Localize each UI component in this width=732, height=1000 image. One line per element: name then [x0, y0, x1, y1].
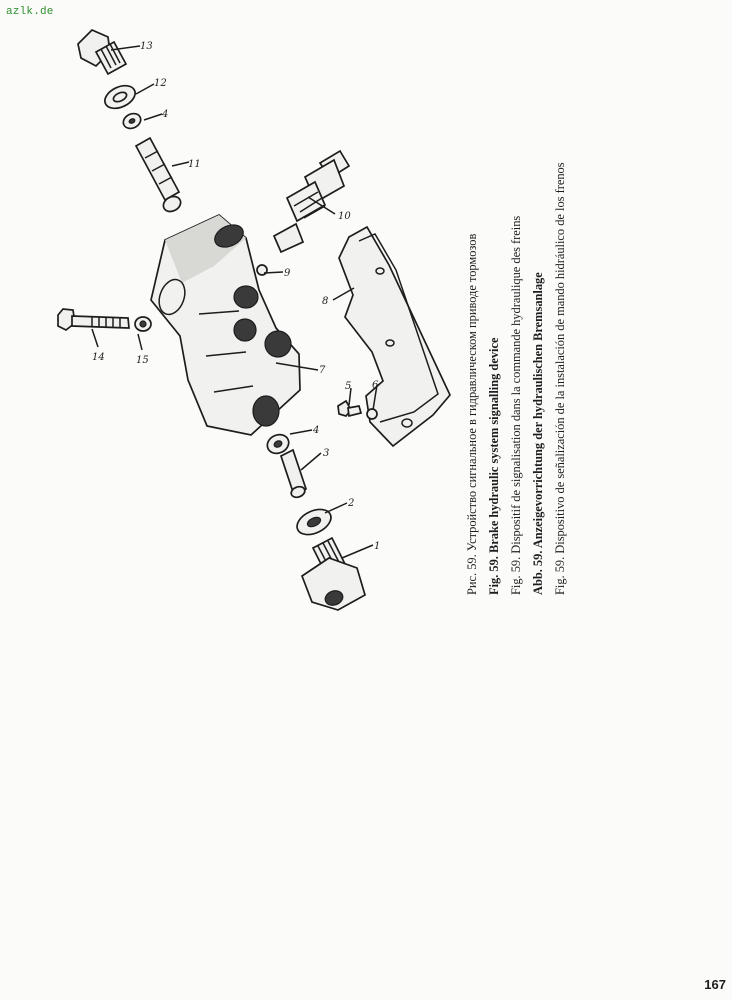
source-watermark: azlk.de — [6, 6, 54, 18]
part-3-plunger — [279, 448, 308, 499]
page-number: 167 — [704, 977, 726, 992]
callout-9: 9 — [284, 268, 291, 279]
part-11-piston — [134, 136, 182, 213]
caption-russian: Рис. 59. Устройство сигнальное в гидравл… — [465, 233, 479, 595]
part-4-small-ring-lower — [266, 433, 290, 455]
part-6-small-washer — [366, 408, 378, 420]
callout-1: 1 — [374, 541, 380, 552]
part-7-valve-body — [150, 213, 301, 436]
callout-3: 3 — [323, 448, 329, 459]
part-8-bracket — [338, 225, 452, 448]
callout-5: 5 — [345, 381, 351, 392]
part-12-washer — [104, 84, 136, 110]
callout-15: 15 — [136, 355, 149, 366]
part-14-long-bolt — [57, 308, 130, 331]
part-1-fitting — [300, 536, 367, 611]
callout-4-lower: 4 — [312, 425, 319, 436]
part-10-switch — [272, 149, 351, 254]
part-5-small-bolt — [337, 399, 363, 418]
caption-english: Fig. 59. Brake hydraulic system signalli… — [487, 337, 501, 595]
caption-french: Fig. 59. Dispositif de signalisation dan… — [509, 215, 523, 595]
callout-10: 10 — [338, 211, 351, 222]
callout-13: 13 — [140, 41, 153, 52]
caption-german: Abb. 59. Anzeigevorrichtung der hydrauli… — [531, 272, 545, 595]
part-15-lock-washer — [134, 316, 152, 332]
callout-6: 6 — [372, 380, 379, 391]
caption-spanish: Fig. 59. Dispositivo de señalización de … — [553, 162, 567, 595]
part-4-small-ring-top — [122, 112, 142, 130]
part-13-bolt — [77, 28, 128, 76]
callout-12: 12 — [154, 78, 167, 89]
callout-8: 8 — [322, 296, 328, 307]
callout-2: 2 — [347, 498, 354, 509]
callout-11: 11 — [188, 159, 201, 170]
callout-4-top: 4 — [161, 109, 168, 120]
callout-14: 14 — [92, 352, 105, 363]
callout-7: 7 — [319, 365, 326, 376]
part-2-washer — [296, 508, 332, 536]
